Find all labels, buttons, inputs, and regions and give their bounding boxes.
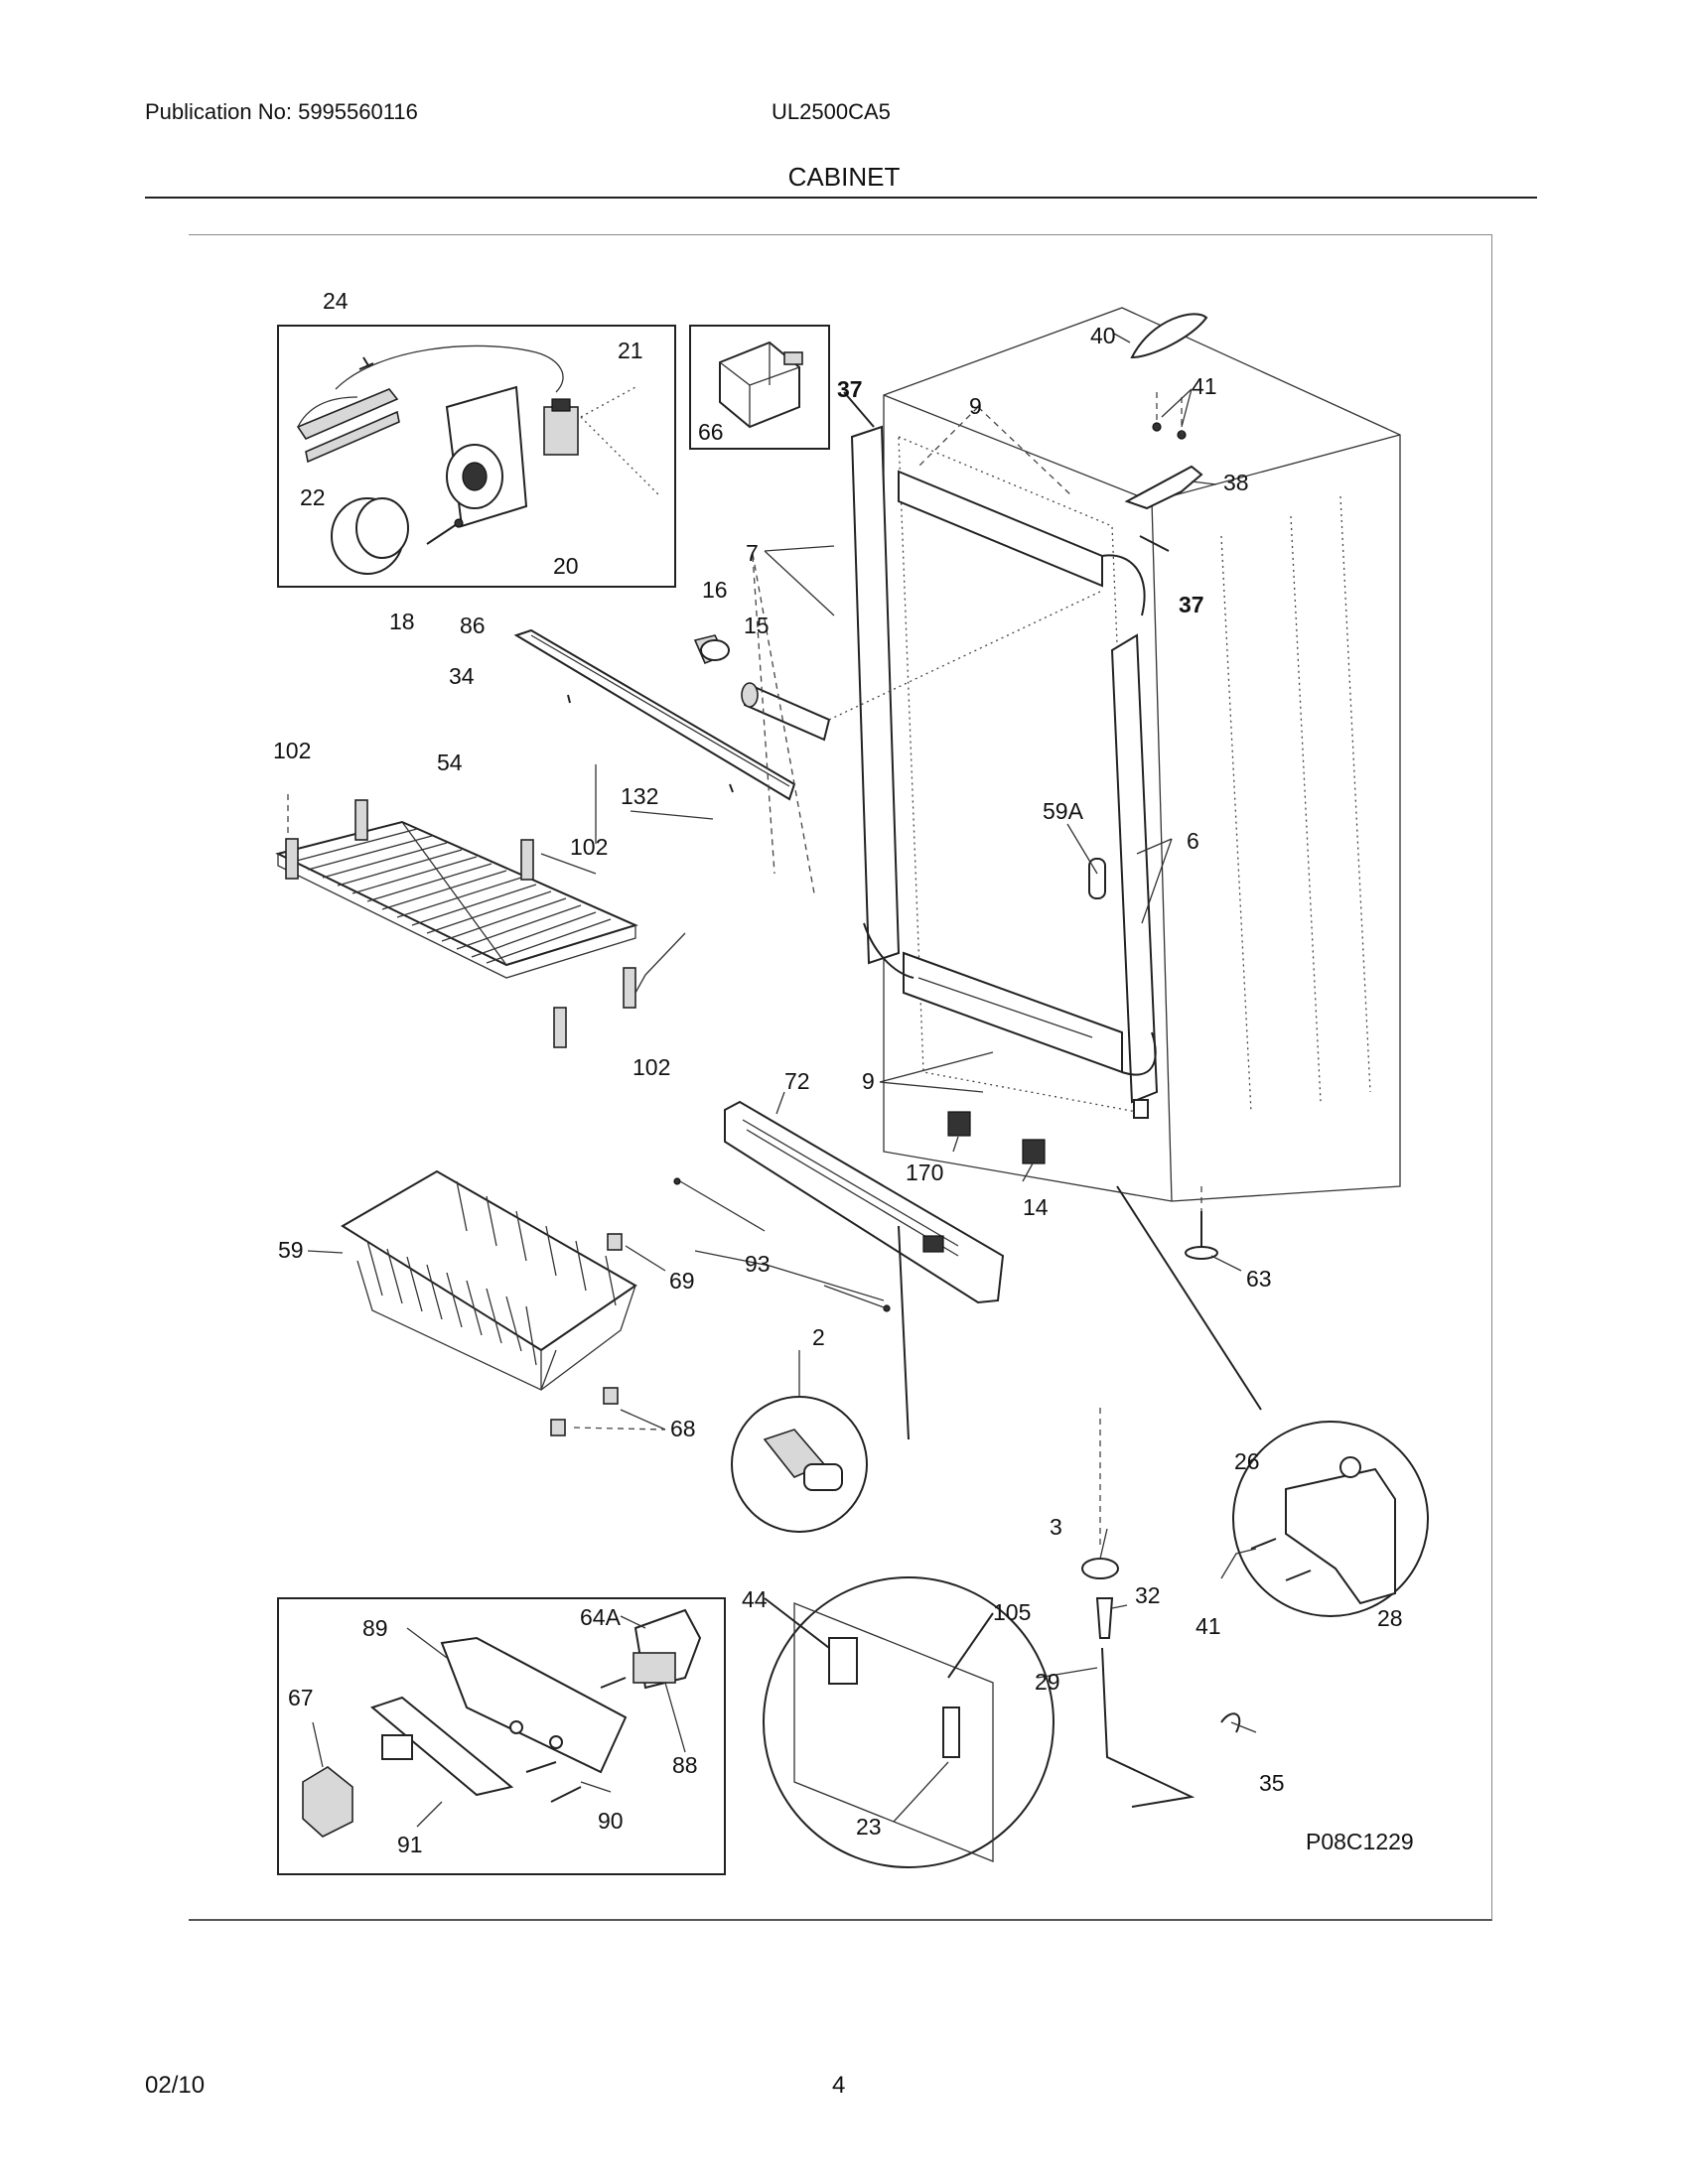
callout-64A: 64A [580, 1604, 622, 1630]
breaker-strips [850, 425, 1159, 1119]
publication-date: 02/10 [145, 2072, 206, 2099]
callout-29: 29 [1035, 1669, 1060, 1695]
callout-63: 63 [1246, 1266, 1272, 1292]
callout-16: 16 [702, 577, 728, 603]
kickplate [673, 1100, 1005, 1312]
wire-shelf [275, 794, 638, 1048]
callout-26: 26 [1234, 1448, 1260, 1474]
drawing-number: P08C1229 [1306, 1829, 1414, 1854]
callout-14: 14 [1023, 1194, 1049, 1220]
callout-32: 32 [1135, 1582, 1161, 1608]
callout-54: 54 [437, 750, 463, 775]
callout-102-middle: 102 [570, 834, 608, 860]
callout-38: 38 [1223, 470, 1249, 495]
callout-3: 3 [1050, 1514, 1062, 1540]
callout-24: 24 [323, 288, 349, 314]
callout-18: 18 [389, 609, 415, 634]
callout-59A: 59A [1043, 798, 1084, 824]
top-hinge-parts [1124, 313, 1208, 510]
callout-90: 90 [598, 1808, 624, 1834]
callout-44: 44 [742, 1586, 768, 1612]
callout-68: 68 [670, 1416, 696, 1441]
detail-circle-service-plate [763, 1576, 1055, 1868]
callout-numbers: 24 21 66 22 20 18 86 37 37 9 40 41 38 7 … [273, 288, 1414, 1857]
callout-37-top: 37 [837, 376, 863, 402]
inset-relay-box [689, 325, 830, 450]
light-shield [513, 628, 796, 801]
leader-lines [307, 333, 1262, 1828]
callout-72: 72 [784, 1068, 810, 1094]
callout-170: 170 [906, 1160, 943, 1185]
callout-35: 35 [1259, 1770, 1285, 1796]
callout-21: 21 [618, 338, 643, 363]
callout-105: 105 [993, 1599, 1031, 1625]
callout-89: 89 [362, 1615, 388, 1641]
callout-91: 91 [397, 1832, 423, 1857]
callout-41-bottom: 41 [1196, 1613, 1221, 1639]
inset-thermostat-box [277, 325, 676, 588]
callout-69: 69 [669, 1268, 695, 1294]
callout-59: 59 [278, 1237, 304, 1263]
callout-6: 6 [1187, 828, 1199, 854]
header-rule [145, 197, 1537, 199]
inset-control-box [277, 1597, 726, 1875]
callout-93: 93 [745, 1251, 771, 1277]
callout-23: 23 [856, 1814, 882, 1840]
publication-number: Publication No: 5995560116 [145, 99, 418, 124]
leveling-leg [1185, 1186, 1218, 1260]
callout-20: 20 [553, 553, 579, 579]
callout-37-right: 37 [1179, 592, 1204, 617]
detail-circle-hinge [1232, 1421, 1429, 1617]
detail-circle-2 [731, 1396, 868, 1533]
page-number: 4 [832, 2072, 846, 2099]
switches [947, 1111, 1046, 1164]
callout-102-top: 102 [273, 738, 311, 763]
callout-9-bottom: 9 [862, 1068, 875, 1094]
callout-102-bottom: 102 [633, 1054, 670, 1080]
callout-22: 22 [300, 484, 326, 510]
callout-15: 15 [744, 613, 770, 638]
callout-7: 7 [746, 540, 759, 566]
diagram-frame [189, 234, 1492, 1921]
callout-2: 2 [812, 1324, 825, 1350]
callout-9-top: 9 [969, 393, 982, 419]
callout-88: 88 [672, 1752, 698, 1778]
callout-66: 66 [698, 419, 724, 445]
light-assembly [693, 590, 1103, 742]
callout-132: 132 [621, 783, 658, 809]
drain-parts [1081, 1408, 1241, 1808]
callout-28: 28 [1377, 1605, 1403, 1631]
model-number: UL2500CA5 [772, 99, 891, 124]
callout-86: 86 [460, 613, 486, 638]
callout-41-top: 41 [1192, 373, 1217, 399]
callout-34: 34 [449, 663, 475, 689]
callout-67: 67 [288, 1685, 314, 1710]
section-title: CABINET [787, 162, 901, 192]
wire-basket [341, 1169, 666, 1436]
callout-40: 40 [1090, 323, 1116, 348]
